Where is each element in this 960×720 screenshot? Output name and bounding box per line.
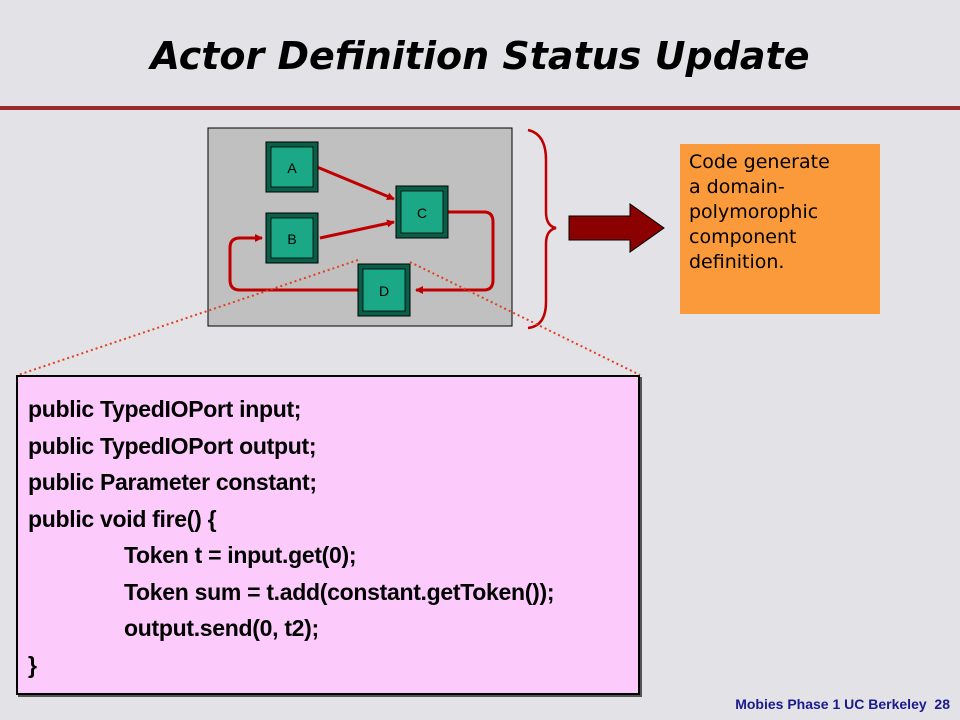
code-line: output.send(0, t2); bbox=[124, 615, 319, 641]
code-line: public TypedIOPort input; bbox=[28, 396, 302, 422]
block-d[interactable]: D bbox=[357, 263, 411, 317]
callout-box: Code generate a domain- polymorophic com… bbox=[680, 144, 880, 314]
connection-d-to-b bbox=[228, 234, 360, 292]
connection-c-to-d bbox=[415, 210, 495, 294]
code-line: public void fire() { bbox=[28, 505, 217, 532]
code-line: public TypedIOPort output; bbox=[28, 432, 317, 459]
code-line: Token t = input.get(0); bbox=[124, 542, 357, 568]
block-c-label: C bbox=[417, 205, 427, 221]
footer-text: Mobies Phase 1 UC Berkeley bbox=[735, 696, 927, 712]
generate-arrow-icon bbox=[568, 203, 665, 253]
code-line: Token sum = t.add(constant.getToken()); bbox=[124, 578, 555, 605]
block-b[interactable]: B bbox=[265, 212, 319, 264]
block-a[interactable]: A bbox=[265, 141, 319, 193]
slide-footer: Mobies Phase 1 UC Berkeley 28 bbox=[735, 696, 950, 712]
code-line: } bbox=[28, 651, 37, 678]
diagram-connections bbox=[228, 165, 495, 294]
block-b-label: B bbox=[287, 231, 296, 247]
block-a-label: A bbox=[287, 160, 297, 176]
connection-a-to-c bbox=[316, 165, 395, 201]
slide-title: Actor Definition Status Update bbox=[150, 34, 810, 78]
right-brace bbox=[527, 128, 557, 330]
block-c[interactable]: C bbox=[395, 185, 449, 239]
title-divider bbox=[0, 106, 960, 110]
code-line: public Parameter constant; bbox=[28, 469, 317, 495]
code-listing: public TypedIOPort input; public TypedIO… bbox=[16, 375, 640, 695]
block-d-label: D bbox=[379, 283, 389, 299]
page-number: 28 bbox=[934, 696, 950, 712]
connection-b-to-c bbox=[319, 219, 395, 240]
